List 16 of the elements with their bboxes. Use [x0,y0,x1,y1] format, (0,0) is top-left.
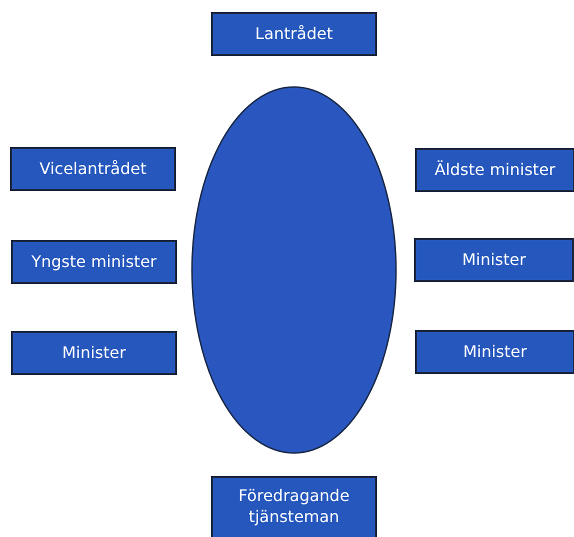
seat-box [11,331,177,375]
seat-box [10,147,176,191]
seat-box [415,148,574,192]
seat-label: Minister [462,250,526,270]
seat-label: Yngste minister [31,252,157,272]
seat-box [11,240,177,284]
seat-label: Äldste minister [434,160,556,180]
seat-box [211,476,377,537]
seat-box [415,330,574,374]
seat-label: Lantrådet [255,24,333,44]
seat-box [211,12,377,56]
seat-label: Föredragande tjänsteman [237,486,351,528]
seat-label: Minister [62,342,126,364]
seat-label: Vicelantrådet [40,158,146,180]
seat-label: Minister [463,342,527,362]
seat-box [414,238,574,282]
